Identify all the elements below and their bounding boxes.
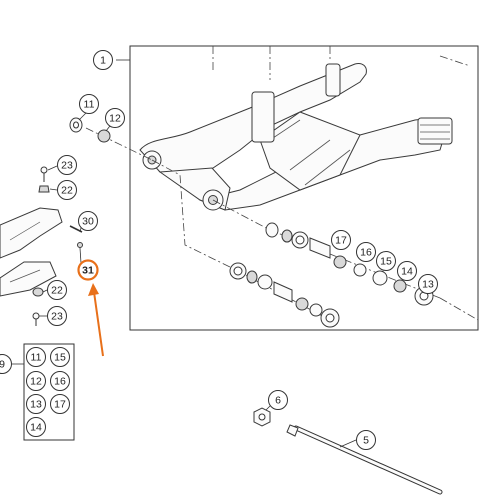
callout-circle bbox=[0, 354, 12, 374]
kit-callout-label: 11 bbox=[31, 352, 42, 364]
callout-label: 1 bbox=[100, 55, 106, 67]
callout-circle bbox=[47, 280, 67, 300]
callout-label: 15 bbox=[380, 256, 392, 268]
callout-circle bbox=[47, 306, 67, 326]
chain-guide-bracket bbox=[0, 166, 83, 326]
kit-callout-15: 15 bbox=[50, 347, 70, 367]
callout-23: 23 bbox=[47, 306, 67, 326]
callout-circle bbox=[356, 242, 376, 262]
assembly-frame bbox=[116, 45, 479, 331]
callout-circle bbox=[397, 261, 417, 281]
kit-callout-circle bbox=[50, 371, 70, 391]
callout-circle bbox=[57, 180, 77, 200]
callout-label: 17 bbox=[335, 235, 347, 247]
kit-callout-circle bbox=[26, 371, 46, 391]
swingarm bbox=[139, 46, 453, 211]
callout-label: 12 bbox=[109, 113, 121, 125]
kit-callout-13: 13 bbox=[26, 394, 46, 414]
callout-16: 16 bbox=[356, 242, 376, 262]
axle-and-nut bbox=[253, 407, 443, 495]
callout-circle bbox=[418, 274, 438, 294]
callout-circle bbox=[356, 430, 376, 450]
callout-14: 14 bbox=[397, 261, 417, 281]
kit-box-labels: 11 15 12 16 13 17 14 bbox=[26, 347, 70, 437]
callout-22: 22 bbox=[47, 280, 67, 300]
callout-label: 9 bbox=[0, 359, 5, 371]
callout-circle bbox=[376, 251, 396, 271]
callout-9: 9 bbox=[0, 354, 12, 374]
kit-callout-circle bbox=[26, 347, 46, 367]
kit-callout-label: 15 bbox=[54, 352, 66, 364]
callout-label: 23 bbox=[51, 311, 63, 323]
kit-callout-label: 14 bbox=[30, 422, 42, 434]
callout-5: 5 bbox=[356, 430, 376, 450]
callout-circle bbox=[93, 50, 113, 70]
kit-callout-14: 14 bbox=[26, 417, 46, 437]
callout-label: 6 bbox=[275, 395, 281, 407]
bearing-stack-lower bbox=[229, 262, 340, 328]
callout-1: 1 bbox=[93, 50, 113, 70]
callout-label: 22 bbox=[51, 285, 63, 297]
washer-parts-left bbox=[69, 117, 111, 143]
callout-label: 11 bbox=[84, 99, 95, 111]
callout-label: 22 bbox=[61, 185, 73, 197]
callout-23: 23 bbox=[57, 155, 77, 175]
kit-callout-label: 17 bbox=[54, 399, 66, 411]
callout-label: 13 bbox=[422, 279, 434, 291]
callout-30: 30 bbox=[78, 211, 98, 231]
callout-label: 5 bbox=[363, 435, 369, 447]
callout-label: 16 bbox=[360, 247, 372, 259]
kit-box: 11 15 12 16 13 17 14 bbox=[23, 343, 75, 441]
callout-circle bbox=[331, 230, 351, 250]
callout-circle bbox=[57, 155, 77, 175]
callout-22: 22 bbox=[57, 180, 77, 200]
callout-circle bbox=[268, 390, 288, 410]
callout-circle bbox=[77, 259, 99, 281]
callout-6: 6 bbox=[268, 390, 288, 410]
callout-circle bbox=[79, 94, 99, 114]
callout-label: 14 bbox=[401, 266, 413, 278]
callout-15: 15 bbox=[376, 251, 396, 271]
callout-circle bbox=[78, 211, 98, 231]
callout-31: 31 bbox=[77, 259, 99, 281]
callout-12: 12 bbox=[105, 108, 125, 128]
kit-callout-label: 16 bbox=[54, 376, 66, 388]
callout-11: 11 bbox=[79, 94, 99, 114]
callout-label: 30 bbox=[82, 216, 94, 228]
kit-callout-circle bbox=[26, 394, 46, 414]
kit-callout-circle bbox=[50, 394, 70, 414]
highlight-arrow bbox=[88, 283, 104, 357]
kit-callout-circle bbox=[26, 417, 46, 437]
kit-callout-11: 11 bbox=[26, 347, 46, 367]
kit-callout-circle bbox=[50, 347, 70, 367]
callout-circle bbox=[105, 108, 125, 128]
kit-callout-12: 12 bbox=[26, 371, 46, 391]
callout-13: 13 bbox=[418, 274, 438, 294]
kit-callout-label: 13 bbox=[30, 399, 42, 411]
kit-callout-16: 16 bbox=[50, 371, 70, 391]
kit-callout-label: 12 bbox=[30, 376, 42, 388]
callout-label: 31 bbox=[82, 265, 94, 277]
callout-17: 17 bbox=[331, 230, 351, 250]
callout-label: 23 bbox=[61, 160, 73, 172]
kit-callout-17: 17 bbox=[50, 394, 70, 414]
